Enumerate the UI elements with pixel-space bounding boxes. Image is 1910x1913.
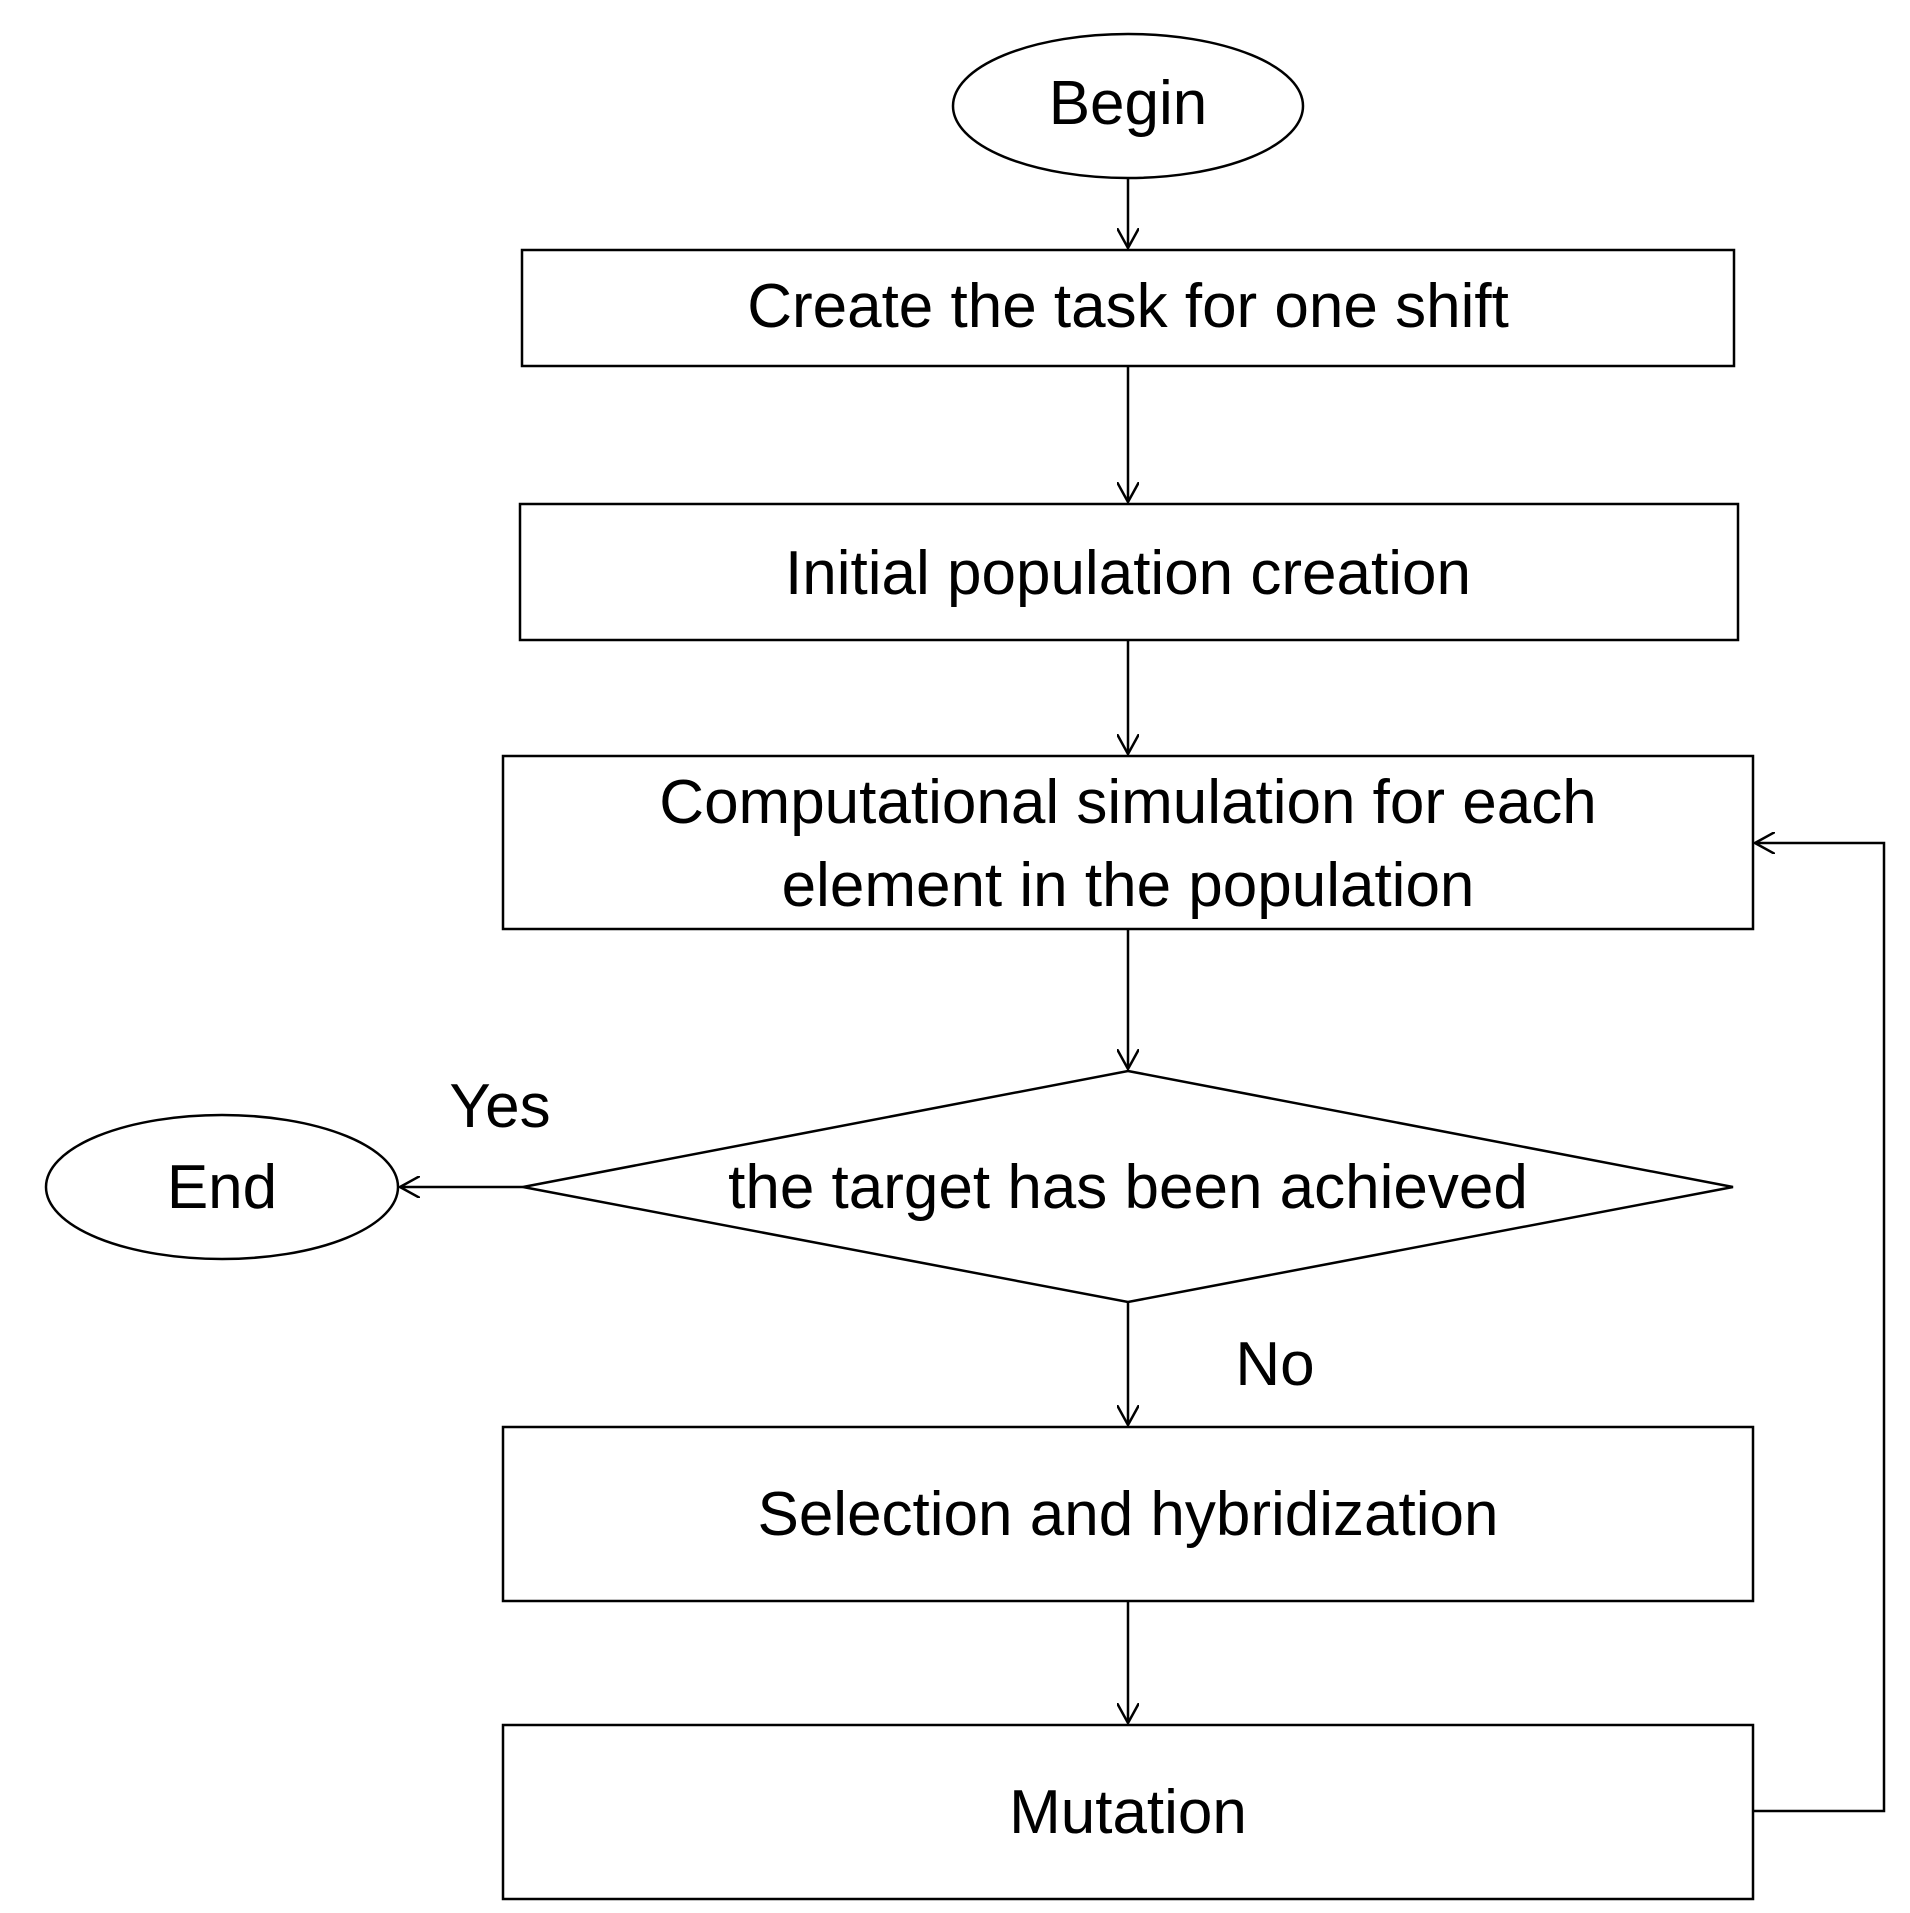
decision-node: the target has been achieved <box>522 1069 1734 1304</box>
selection-shape <box>501 1425 1755 1603</box>
decision-label: the target has been achieved <box>728 1153 1528 1222</box>
create-task-node: Create the task for one shift <box>520 248 1736 368</box>
end-node: End <box>44 1113 400 1261</box>
simulation-label-line2: element in the population <box>782 851 1475 920</box>
selection-label: Selection and hybridization <box>757 1480 1498 1549</box>
selection-node: Selection and hybridization <box>501 1425 1755 1603</box>
mutation-shape <box>501 1723 1755 1901</box>
simulation-label-line1: Computational simulation for each <box>659 768 1596 837</box>
arrow-mutation-to-simulation-loop <box>1753 843 1886 1813</box>
no-label: No <box>1235 1330 1314 1399</box>
initial-population-node: Initial population creation <box>518 502 1740 642</box>
simulation-node: Computational simulation for each elemen… <box>501 754 1755 931</box>
begin-label: Begin <box>1049 69 1208 138</box>
mutation-label: Mutation <box>1009 1778 1247 1847</box>
mutation-node: Mutation <box>501 1723 1755 1901</box>
end-label: End <box>167 1153 277 1222</box>
end-shape <box>44 1113 400 1261</box>
create-task-shape <box>520 248 1736 368</box>
begin-node: Begin <box>951 32 1305 180</box>
initial-population-label: Initial population creation <box>785 539 1471 608</box>
simulation-shape <box>501 754 1755 931</box>
yes-label: Yes <box>449 1072 550 1141</box>
create-task-label: Create the task for one shift <box>747 272 1509 341</box>
